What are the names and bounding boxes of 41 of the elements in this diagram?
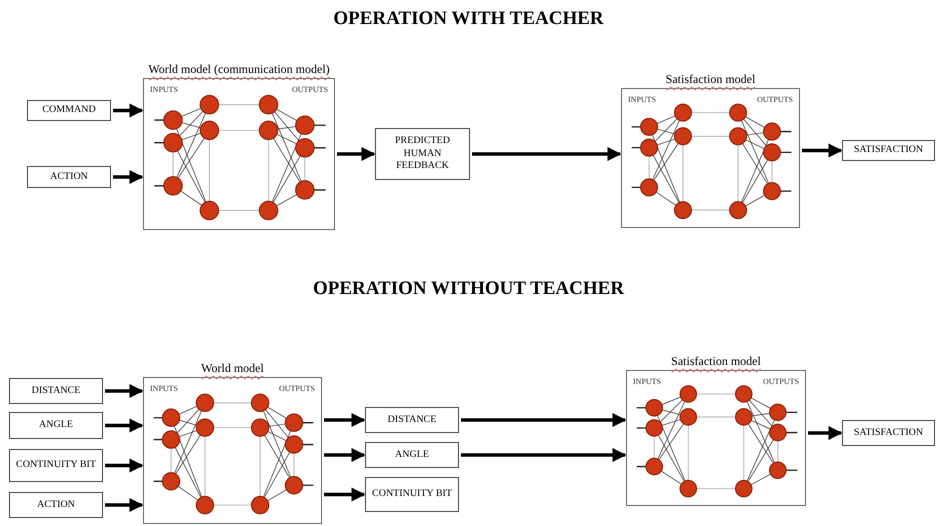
model-heading: World model (communication model)	[148, 62, 330, 77]
outputs-label: OUTPUTS	[756, 95, 793, 104]
section-title: OPERATION WITHOUT TEACHER	[312, 278, 624, 299]
signal-box: CONTINUITY BIT	[365, 477, 459, 512]
inputs-label: INPUTS	[150, 85, 178, 94]
signal-box: PREDICTED HUMAN FEEDBACK	[375, 128, 470, 180]
section-title: OPERATION WITH TEACHER	[333, 8, 604, 29]
model-heading: World model	[201, 361, 264, 376]
outputs-label: OUTPUTS	[292, 85, 328, 94]
arrow	[461, 448, 626, 462]
arrow	[461, 413, 626, 427]
signal-box: COMMAND	[27, 100, 111, 121]
signal-box: SATISFACTION	[842, 420, 935, 446]
arrow	[113, 170, 144, 184]
signal-box: SATISFACTION	[842, 140, 935, 161]
arrow	[472, 147, 622, 161]
inputs-label: INPUTS	[150, 384, 178, 393]
signal-box: ANGLE	[365, 442, 459, 468]
arrow	[324, 448, 366, 462]
outputs-label: OUTPUTS	[278, 384, 315, 393]
signal-box: ACTION	[9, 492, 103, 518]
arrow	[324, 488, 366, 502]
arrow	[324, 413, 366, 427]
model-heading: Satisfaction model	[671, 354, 761, 369]
signal-box: ACTION	[27, 166, 111, 188]
signal-box: CONTINUITY BIT	[9, 449, 103, 482]
arrow	[105, 498, 144, 512]
model-heading: Satisfaction model	[666, 72, 756, 87]
signal-box: DISTANCE	[365, 407, 459, 433]
inputs-label: INPUTS	[628, 95, 656, 104]
outputs-label: OUTPUTS	[762, 377, 799, 386]
arrow	[802, 144, 842, 158]
arrow	[337, 147, 376, 161]
inputs-label: INPUTS	[633, 377, 662, 386]
signal-box: DISTANCE	[9, 378, 103, 404]
arrow	[105, 418, 144, 432]
arrow	[105, 384, 144, 398]
arrow	[113, 104, 144, 118]
arrow	[105, 458, 144, 472]
arrow	[808, 426, 842, 440]
signal-box: ANGLE	[9, 412, 103, 439]
